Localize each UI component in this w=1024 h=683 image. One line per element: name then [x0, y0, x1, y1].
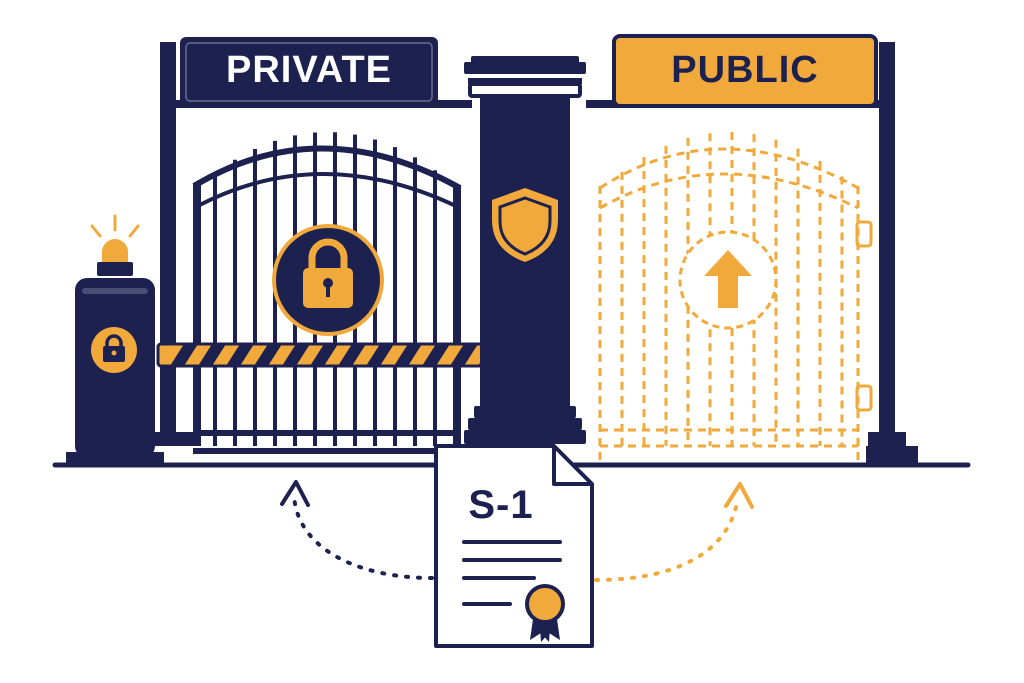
barrier-kiosk	[66, 278, 164, 464]
public-sign-label: PUBLIC	[671, 49, 818, 91]
arrowhead-icon	[724, 482, 754, 509]
public-transition-arrow	[594, 482, 754, 582]
barrier-arm	[156, 342, 494, 368]
gate-hinges	[855, 220, 873, 412]
barrier-stripe	[394, 344, 422, 366]
private-sign: PRIVATE	[180, 37, 438, 107]
arrow-up-icon	[704, 250, 752, 308]
document-title: S-1	[468, 483, 533, 527]
barrier-stripe	[338, 344, 366, 366]
warning-light-icon	[90, 214, 140, 276]
award-ribbon-icon	[525, 584, 565, 642]
barrier-stripe	[422, 344, 450, 366]
private-sign-label: PRIVATE	[226, 49, 392, 91]
private-transition-arrow	[280, 480, 434, 580]
center-pillar	[464, 56, 586, 444]
arrowhead-icon	[280, 480, 310, 507]
barrier-stripe	[450, 344, 478, 366]
barrier-stripe	[310, 344, 338, 366]
padlock-icon	[91, 327, 137, 373]
barrier-stripe	[366, 344, 394, 366]
s1-document: S-1	[434, 444, 594, 648]
barrier-stripe	[254, 344, 282, 366]
public-sign: PUBLIC	[612, 34, 878, 108]
document-text-lines	[462, 540, 562, 606]
public-arrow-medallion	[678, 230, 778, 330]
barrier-stripes	[170, 344, 492, 366]
padlock-icon	[303, 238, 353, 308]
barrier-stripe	[282, 344, 310, 366]
barrier-stripe	[198, 344, 226, 366]
barrier-stripe	[226, 344, 254, 366]
barrier-stripe	[170, 344, 198, 366]
private-padlock-medallion	[272, 224, 384, 336]
